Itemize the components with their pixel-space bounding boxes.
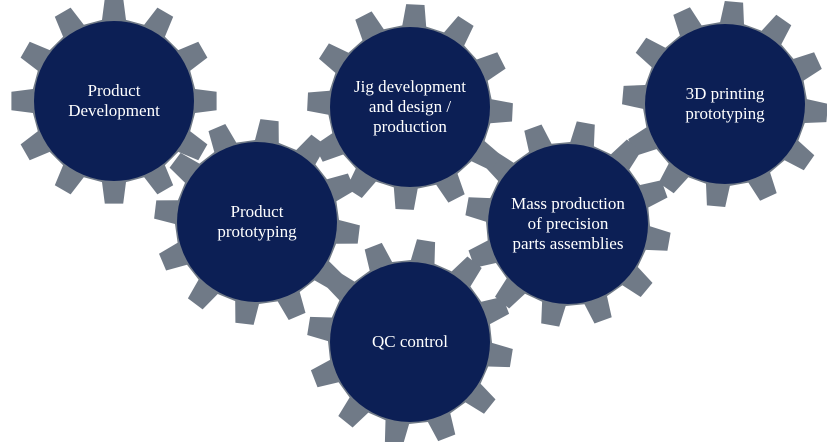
gear-product-prototyping xyxy=(154,119,360,325)
gear-center-disc xyxy=(330,27,490,187)
gear-jig-development xyxy=(307,4,513,210)
gear-3d-printing-prototyping xyxy=(622,1,827,207)
gear-label-product-prototyping: Product prototyping xyxy=(217,202,297,241)
gear-label-3d-printing-prototyping: 3D printing prototyping xyxy=(685,84,765,123)
gear-center-disc xyxy=(34,21,194,181)
gear-qc-control xyxy=(307,239,513,442)
gear-label-mass-production: Mass production of precision parts assem… xyxy=(511,194,625,253)
gear-center-disc xyxy=(177,142,337,302)
gear-mass-production xyxy=(465,121,671,327)
gear-center-disc xyxy=(488,144,648,304)
gear-product-development xyxy=(11,0,217,204)
gear-center-disc xyxy=(330,262,490,422)
gear-center-disc xyxy=(645,24,805,184)
gear-label-jig-development: Jig development and design / production xyxy=(354,77,466,136)
gear-label-product-development: Product Development xyxy=(68,81,160,120)
gear-label-qc-control: QC control xyxy=(371,332,449,351)
